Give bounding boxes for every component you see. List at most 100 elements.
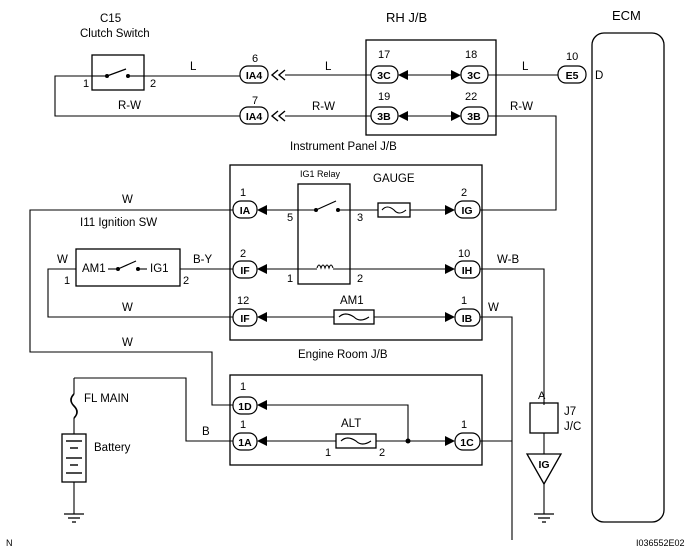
ig1-relay-box (297, 183, 351, 285)
lower-jb-box (229, 374, 483, 466)
internal-terminal-icon (398, 70, 461, 121)
ignition-ig1-label: IG1 (150, 263, 169, 275)
pin-if-2: 2 (240, 248, 246, 260)
clutch-switch-label: Clutch Switch (80, 28, 150, 40)
wire-label-rw-2: R-W (312, 101, 335, 113)
pin-10-e5: 10 (566, 51, 578, 63)
connector-1c-label: 1C (460, 437, 474, 449)
alt-fuse-label: ALT (341, 418, 361, 430)
connector-ib-label: IB (462, 313, 473, 325)
ig-ground-triangle-icon (525, 453, 563, 486)
chevron-terminal-icon (270, 69, 286, 122)
terminal-1a-icon (257, 436, 267, 446)
pin-ia-1: 1 (240, 187, 246, 199)
connector-3b-left (370, 106, 399, 125)
ig1-relay-label: IG1 Relay (300, 169, 341, 179)
pin-ig-2: 2 (461, 187, 467, 199)
connector-ia4-bottom-label: IA4 (246, 111, 263, 123)
connector-ig (454, 200, 481, 219)
battery-label: Battery (94, 442, 131, 454)
ecm-box (591, 32, 665, 523)
corner-n-label: N (6, 538, 13, 548)
gauge-label: GAUGE (373, 173, 415, 185)
connector-3c-left-label: 3C (377, 70, 391, 82)
connector-e5-label: E5 (566, 70, 579, 82)
am1-fuse-label: AM1 (340, 295, 364, 307)
wire-label-b: B (202, 426, 210, 438)
wire-label-rw-1: R-W (118, 100, 141, 112)
ecm-label: ECM (612, 8, 641, 23)
ignition-sw-label: I11 Ignition SW (80, 217, 157, 229)
pin-22: 22 (465, 91, 477, 103)
connector-ia4-top (239, 65, 269, 84)
connector-3c-right-label: 3C (467, 70, 481, 82)
pin-19: 19 (378, 91, 390, 103)
terminal-ig-icon (445, 205, 455, 215)
relay-coil-icon (316, 264, 334, 270)
fl-main-fusible-link-icon (70, 393, 78, 419)
ground-icon (64, 513, 84, 523)
ignition-contact-icon (108, 260, 147, 271)
jc-label: J/C (564, 421, 581, 433)
connector-1d (232, 396, 258, 415)
ignition-switch-box (75, 248, 181, 287)
relay-pin-2: 2 (357, 273, 363, 285)
wire-label-rw-3: R-W (510, 101, 533, 113)
wire-w-ia-1d (29, 209, 233, 406)
pin-17: 17 (378, 49, 390, 61)
terminal-1c-icon (445, 436, 455, 446)
relay-pin-5: 5 (287, 212, 293, 224)
engine-room-jb-box (229, 164, 483, 341)
rh-jb-label: RH J/B (386, 10, 427, 25)
wire-w-am1-if12 (47, 268, 233, 318)
am1-fuse-element (338, 313, 370, 321)
connector-if-2-label: IF (240, 265, 250, 277)
jc-box (529, 402, 559, 434)
terminal-ih-icon (445, 264, 455, 274)
pin-7: 7 (252, 95, 258, 107)
wire-label-w-if12: W (122, 302, 133, 314)
ignition-pin-2: 2 (183, 275, 189, 287)
ignition-pin-1: 1 (64, 275, 70, 287)
pin-ih-10: 10 (458, 248, 470, 260)
ignition-am1-label: AM1 (82, 263, 106, 275)
connector-3b-right-label: 3B (467, 111, 481, 123)
alt-pin-1: 1 (325, 447, 331, 459)
relay-contact-icon (314, 200, 340, 212)
connector-3c-left (370, 65, 399, 84)
alt-pin-2: 2 (379, 447, 385, 459)
pin-6: 6 (252, 53, 258, 65)
pin-1c-1: 1 (461, 419, 467, 431)
connector-if-12-label: IF (240, 313, 250, 325)
terminal-if-2-icon (257, 264, 267, 274)
relay-pin-1: 1 (287, 273, 293, 285)
terminal-1d-icon (257, 400, 267, 410)
relay-pin-3: 3 (357, 212, 363, 224)
pin-ib-1: 1 (461, 295, 467, 307)
terminal-ia-icon (257, 205, 267, 215)
clutch-pin-1: 1 (83, 78, 89, 90)
wire-label-by: B-Y (193, 254, 213, 266)
gauge-fuse-element (381, 206, 407, 214)
wire-b (74, 377, 233, 442)
ecm-pin-d: D (595, 70, 603, 82)
j7-label: J7 (564, 406, 576, 418)
connector-1d-label: 1D (238, 401, 252, 413)
battery-cell-icon (66, 440, 82, 474)
clutch-switch-contact-icon (92, 68, 144, 78)
connector-ih-label: IH (462, 265, 473, 277)
fl-main-label: FL MAIN (84, 393, 129, 405)
pin-if-12: 12 (237, 295, 249, 307)
wire-label-wb: W-B (497, 254, 519, 266)
jc-pin-a: A (538, 390, 546, 402)
clutch-switch-box (91, 54, 145, 91)
wire-1d-junction (267, 404, 409, 441)
wire-label-w-1d: W (122, 337, 133, 349)
connector-ia4-top-label: IA4 (246, 70, 263, 82)
terminal-if-12-icon (257, 312, 267, 322)
terminal-ib-icon (445, 312, 455, 322)
connector-ia-label: IA (240, 205, 251, 217)
wire-wb (480, 268, 545, 405)
rh-jb-box (365, 39, 497, 136)
